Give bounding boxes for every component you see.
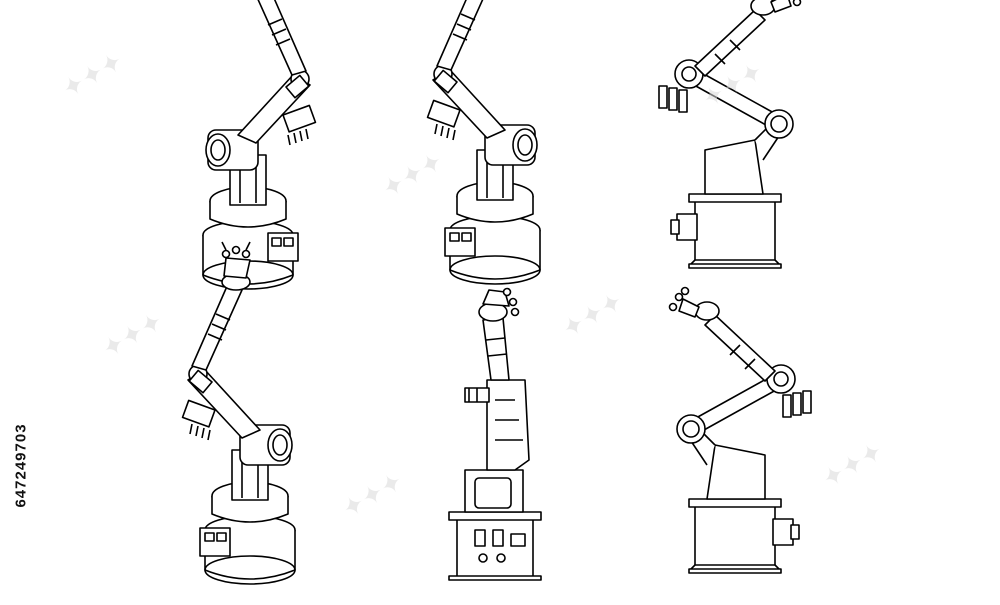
robot-arm-2 <box>426 0 541 285</box>
stock-id-text: 647249703 <box>12 422 30 508</box>
robot-arm-5 <box>448 287 542 581</box>
stock-id-label: 647249703 <box>4 360 38 570</box>
robot-arm-6 <box>668 286 812 574</box>
robot-arm-4 <box>181 241 296 585</box>
robot-arm-1 <box>202 0 317 290</box>
robot-arm-3 <box>658 0 802 269</box>
